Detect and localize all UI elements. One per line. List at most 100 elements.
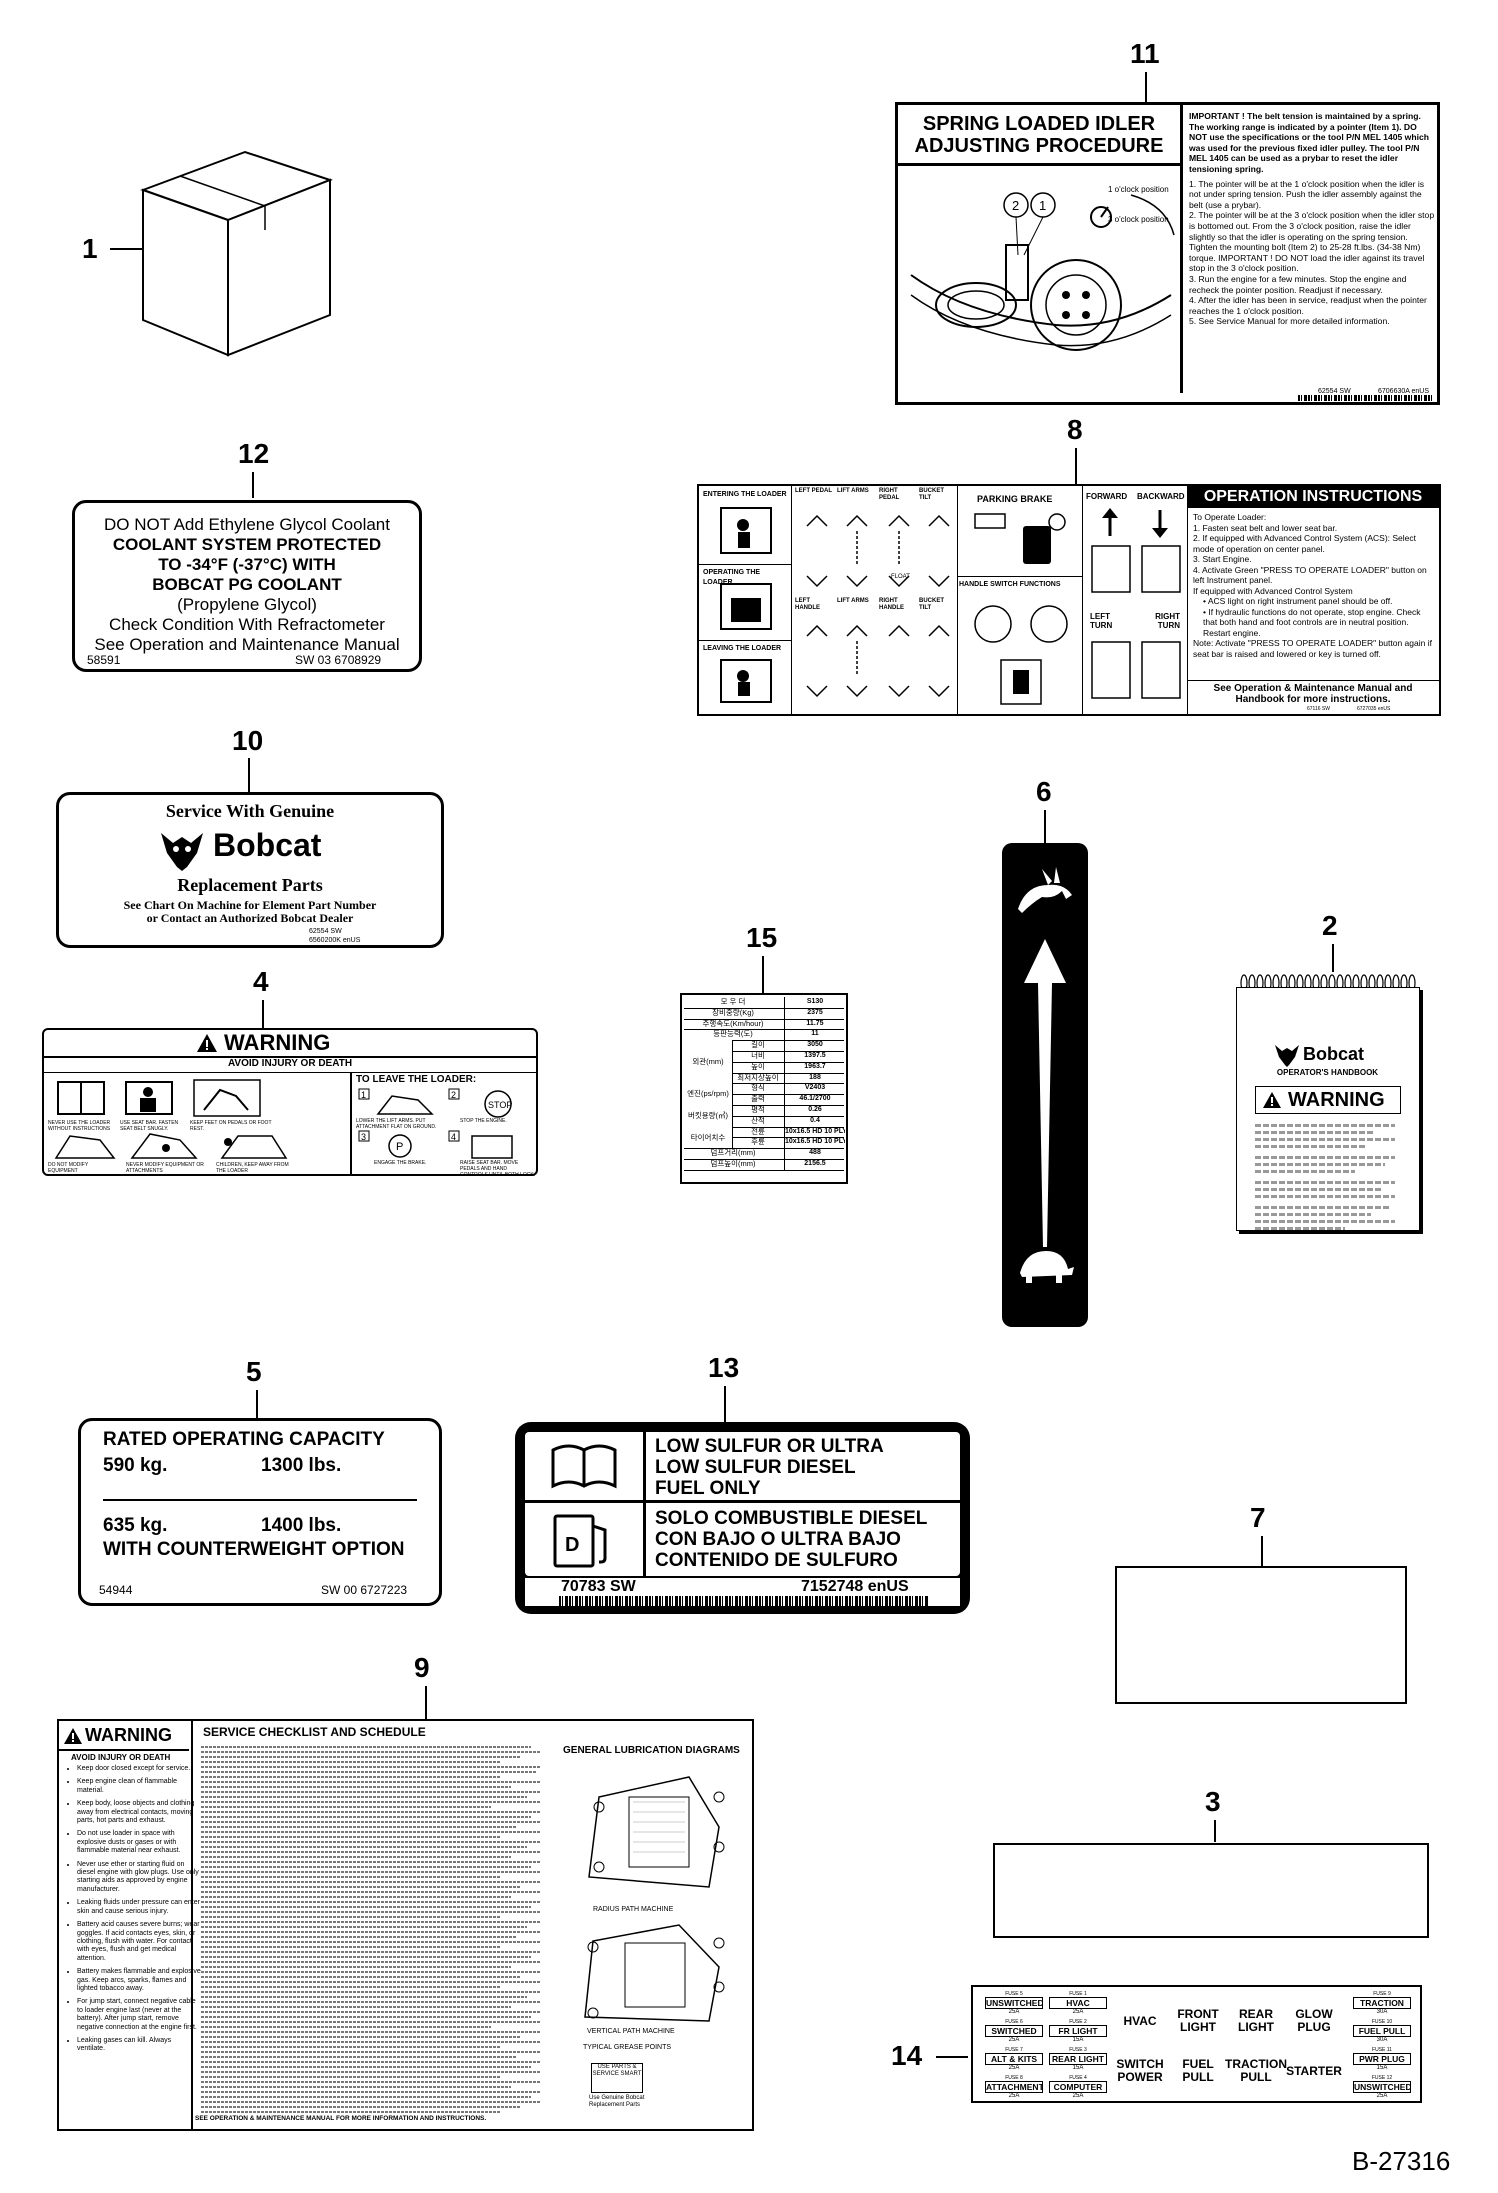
fuel-line4: SOLO COMBUSTIBLE DIESEL xyxy=(655,1508,928,1529)
spec-value: 0.4 xyxy=(784,1115,845,1127)
decal11-title2: ADJUSTING PROCEDURE xyxy=(914,135,1164,157)
decal11-step: 1. The pointer will be at the 1 o'clock … xyxy=(1189,178,1425,210)
to-leave-title: TO LEAVE THE LOADER: xyxy=(356,1074,477,1085)
callout-3: 3 xyxy=(1205,1786,1221,1817)
genuine-line4: See Chart On Machine for Element Part Nu… xyxy=(123,898,377,912)
warning-header: WARNING xyxy=(44,1030,536,1055)
op-line: 4. Activate Green "PRESS TO OPERATE LOAD… xyxy=(1193,564,1427,586)
picto-caption: CHILDREN, KEEP AWAY FROM THE LOADER xyxy=(216,1162,289,1174)
callout-4: 4 xyxy=(253,966,269,997)
handbook-warning: WARNING xyxy=(1288,1089,1385,1111)
lubrication-column: GENERAL LUBRICATION DIAGRAMS RADIUS PATH… xyxy=(549,1721,752,2129)
spec-label: 높이 xyxy=(732,1061,783,1073)
spec-label: 최저지상높이 xyxy=(732,1072,783,1084)
warning-bullet: Battery acid causes severe burns; wear g… xyxy=(77,1921,201,1963)
brake-panel: PARKING BRAKE HANDLE SWITCH FUNCTIONS xyxy=(957,486,1083,714)
figure-code: B-27316 xyxy=(1352,2146,1451,2176)
spec-value: 11.75 xyxy=(784,1018,845,1030)
coolant-code-right: SW 03 6708929 xyxy=(295,653,382,667)
relay-label: STARTER xyxy=(1286,2063,1342,2078)
coolant-code-left: 58591 xyxy=(87,653,121,667)
roc-title: RATED OPERATING CAPACITY xyxy=(103,1429,385,1450)
spec-value: 188 xyxy=(784,1072,845,1084)
decal-service-checklist: WARNING AVOID INJURY OR DEATH Keep door … xyxy=(57,1719,754,2131)
idler-pulley-drawing: 2 1 xyxy=(910,192,1175,351)
spec-value: 488 xyxy=(784,1148,845,1159)
throttle-icon xyxy=(1014,1353,1074,1413)
parking-brake-label: PARKING BRAKE xyxy=(977,494,1053,504)
callout-14: 14 xyxy=(891,2040,923,2071)
spec-label: 덤프높이(mm) xyxy=(710,1159,756,1168)
spec-row: 덤프거리(mm) 488 xyxy=(684,1148,844,1160)
step-caption: LOWER THE LIFT ARMS. PUT ATTACHMENT FLAT… xyxy=(356,1118,437,1130)
decal11-step: 3. Run the engine for a few minutes. Sto… xyxy=(1189,273,1407,295)
op-title: OPERATION INSTRUCTIONS xyxy=(1187,486,1439,508)
turtle-icon xyxy=(1020,1251,1074,1283)
warning-bullet: Battery makes flammable and explosive ga… xyxy=(77,1968,201,1993)
spec-row: 덤프높이(mm) 2156.5 xyxy=(684,1159,844,1171)
backward-label: BACKWARD xyxy=(1137,492,1185,501)
op-code-left: 67116 SW xyxy=(1307,706,1330,712)
op-instructions-panel: OPERATION INSTRUCTIONS To Operate Loader… xyxy=(1187,486,1439,714)
fuse-amperage: 25A xyxy=(1072,2093,1084,2099)
turn-icon xyxy=(1091,641,1181,699)
leader-line xyxy=(252,472,254,498)
op-code-right: 6727035 enUS xyxy=(1357,706,1391,712)
fuse-label: FUEL PULL xyxy=(1353,2025,1411,2037)
leader-line xyxy=(256,1390,258,1420)
spec-label: 덤프거리(mm) xyxy=(710,1148,756,1158)
fuse-number: FUSE 7 xyxy=(1005,2047,1023,2053)
fuse-label: UNSWITCHED xyxy=(985,1997,1043,2009)
warning-bullet: Leaking fluids under pressure can enter … xyxy=(77,1899,201,1916)
decal11-step: 4. After the idler has been in service, … xyxy=(1189,295,1427,316)
coolant-line1: DO NOT Add Ethylene Glycol Coolant xyxy=(104,515,390,534)
leader-line xyxy=(1332,944,1334,972)
head-left-handle: LEFT HANDLE xyxy=(795,598,820,611)
spec-row: 주행속도(Km/hour)11.75 xyxy=(684,1018,845,1031)
vertical-path-machine-icon xyxy=(584,1924,725,2022)
warning-bullet: Never use ether or starting fluid on die… xyxy=(77,1861,201,1895)
head-lift-arms: LIFT ARMS xyxy=(837,488,869,494)
barcode xyxy=(559,1596,929,1606)
leader-line xyxy=(262,1000,264,1028)
relay-label: FRONT LIGHT xyxy=(1177,2007,1219,2034)
handle-switch-icon xyxy=(974,605,1068,705)
callout-2: 2 xyxy=(1322,910,1338,941)
lower-arms-icon: 1 xyxy=(358,1088,434,1115)
svg-text:4: 4 xyxy=(451,1132,456,1142)
warning-triangle-icon xyxy=(197,1034,217,1052)
decal11-important: IMPORTANT ! The belt tension is maintain… xyxy=(1189,111,1430,174)
fuse-number: FUSE 12 xyxy=(1371,2075,1393,2081)
picto-caption: DO NOT MODIFY EQUIPMENT xyxy=(48,1162,89,1174)
op-line: 1. Fasten seat belt and lower seat bar. xyxy=(1193,522,1338,533)
leader-line xyxy=(1044,810,1046,844)
warning4-title: WARNING xyxy=(224,1030,331,1055)
spec-value: 10x16.5 HD 10 PLY xyxy=(784,1126,845,1138)
op-intro: To Operate Loader: xyxy=(1193,512,1267,522)
fuse-label: ALT & KITS xyxy=(985,2053,1043,2065)
spec-value: 2156.5 xyxy=(784,1159,845,1170)
relay-label: REAR LIGHT xyxy=(1238,2007,1274,2034)
decal11-code-right: 6706630A enUS xyxy=(1378,388,1429,395)
fuse-amperage: 25A xyxy=(1008,2009,1020,2015)
roc-kg1: 590 kg. xyxy=(103,1455,168,1476)
fuse-number: FUSE 8 xyxy=(1005,2075,1023,2081)
warning-bullet: Keep engine clean of flammable material. xyxy=(77,1778,201,1795)
op-line: 2. If equipped with Advanced Control Sys… xyxy=(1193,533,1417,554)
fuse-amperage: 25A xyxy=(1008,2093,1020,2099)
phase-leaving: LEAVING THE LOADER xyxy=(703,645,782,652)
spec-group-label: 엔진(ps/rpm) xyxy=(684,1083,732,1105)
leader-line xyxy=(1145,72,1147,102)
fuse-amperage: 30A xyxy=(1376,2037,1388,2043)
fuse-label: PWR PLUG xyxy=(1353,2053,1411,2065)
service-warning: WARNING xyxy=(85,1725,172,1745)
fuel-footer: 70783 SW 7152748 enUS xyxy=(525,1578,960,1606)
parking-brake-icon xyxy=(974,513,1066,564)
left-turn-label: LEFT TURN xyxy=(1090,612,1113,630)
manual-book-icon xyxy=(551,1444,617,1489)
lubrication-title: GENERAL LUBRICATION DIAGRAMS xyxy=(563,1745,740,1756)
callout-9: 9 xyxy=(414,1652,430,1683)
genuine-code-left: 62554 SW xyxy=(309,928,342,935)
